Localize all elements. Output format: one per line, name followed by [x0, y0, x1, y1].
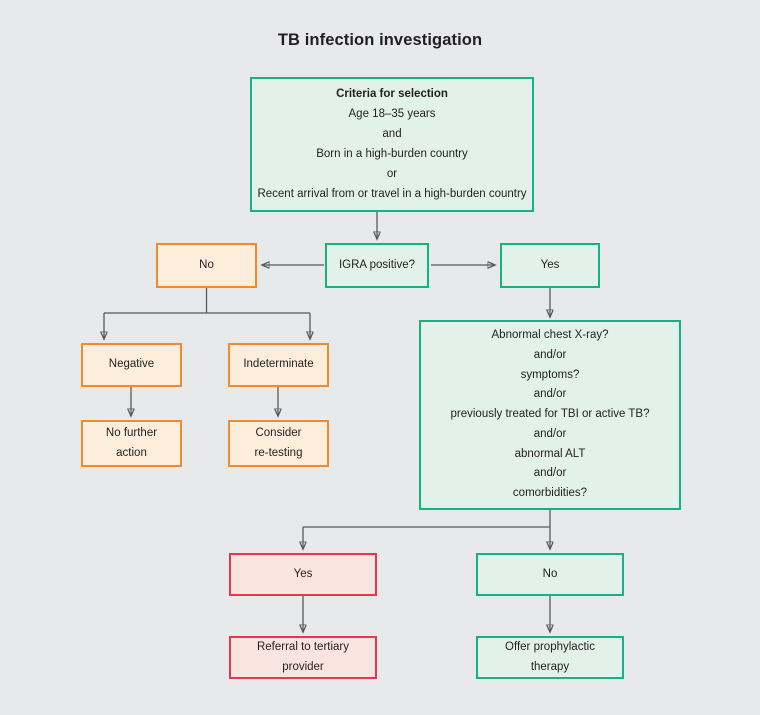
- assessment-line-7: abnormal ALT: [514, 447, 586, 460]
- igra-yes-label: Yes: [540, 258, 560, 271]
- node-referral-tertiary-provider[interactable]: Referral to tertiary provider: [229, 636, 377, 679]
- connector-no-split-trunk: [104, 288, 310, 314]
- criteria-line-2: and: [382, 128, 402, 141]
- consider-retesting-line-2: re-testing: [254, 446, 303, 459]
- node-assessment-criteria[interactable]: Abnormal chest X-ray? and/or symptoms? a…: [419, 320, 681, 510]
- assessment-yes-label: Yes: [293, 567, 313, 580]
- no-further-action-line-2: action: [116, 446, 147, 459]
- criteria-heading: Criteria for selection: [336, 87, 448, 100]
- node-igra-no[interactable]: No: [156, 243, 257, 288]
- node-criteria-for-selection[interactable]: Criteria for selection Age 18–35 years a…: [250, 77, 534, 212]
- no-further-action-line-1: No further: [105, 426, 158, 439]
- node-assessment-no[interactable]: No: [476, 553, 624, 596]
- node-consider-retesting[interactable]: Consider re-testing: [228, 420, 329, 467]
- connector-assessment-split-trunk: [303, 510, 551, 528]
- negative-label: Negative: [108, 358, 155, 371]
- assessment-line-4: and/or: [533, 388, 567, 401]
- referral-line-1: Referral to tertiary: [256, 640, 350, 653]
- node-igra-yes[interactable]: Yes: [500, 243, 600, 288]
- criteria-line-5: Recent arrival from or travel in a high-…: [257, 187, 527, 200]
- node-offer-prophylactic-therapy[interactable]: Offer prophylactic therapy: [476, 636, 624, 679]
- assessment-no-label: No: [542, 567, 558, 580]
- assessment-line-9: comorbidities?: [512, 487, 588, 500]
- criteria-line-1: Age 18–35 years: [348, 108, 436, 121]
- referral-line-2: provider: [282, 660, 324, 673]
- node-no-further-action[interactable]: No further action: [81, 420, 182, 467]
- node-assessment-yes[interactable]: Yes: [229, 553, 377, 596]
- igra-label: IGRA positive?: [338, 258, 416, 271]
- assessment-line-1: Abnormal chest X-ray?: [491, 329, 609, 342]
- criteria-line-4: or: [386, 167, 398, 180]
- igra-no-label: No: [199, 258, 214, 271]
- node-indeterminate[interactable]: Indeterminate: [228, 343, 329, 387]
- assessment-line-6: and/or: [533, 427, 567, 440]
- indeterminate-label: Indeterminate: [243, 358, 314, 371]
- assessment-line-5: previously treated for TBI or active TB?: [450, 408, 650, 421]
- prophylaxis-line-2: therapy: [530, 660, 570, 673]
- prophylaxis-line-1: Offer prophylactic: [505, 640, 595, 653]
- page-title: TB infection investigation: [277, 31, 483, 49]
- assessment-line-3: symptoms?: [520, 368, 580, 381]
- criteria-line-3: Born in a high-burden country: [316, 148, 468, 160]
- node-igra-positive[interactable]: IGRA positive?: [325, 243, 429, 288]
- node-negative[interactable]: Negative: [81, 343, 182, 387]
- assessment-line-8: and/or: [533, 467, 567, 480]
- consider-retesting-line-1: Consider: [255, 426, 302, 439]
- assessment-line-2: and/or: [533, 348, 567, 361]
